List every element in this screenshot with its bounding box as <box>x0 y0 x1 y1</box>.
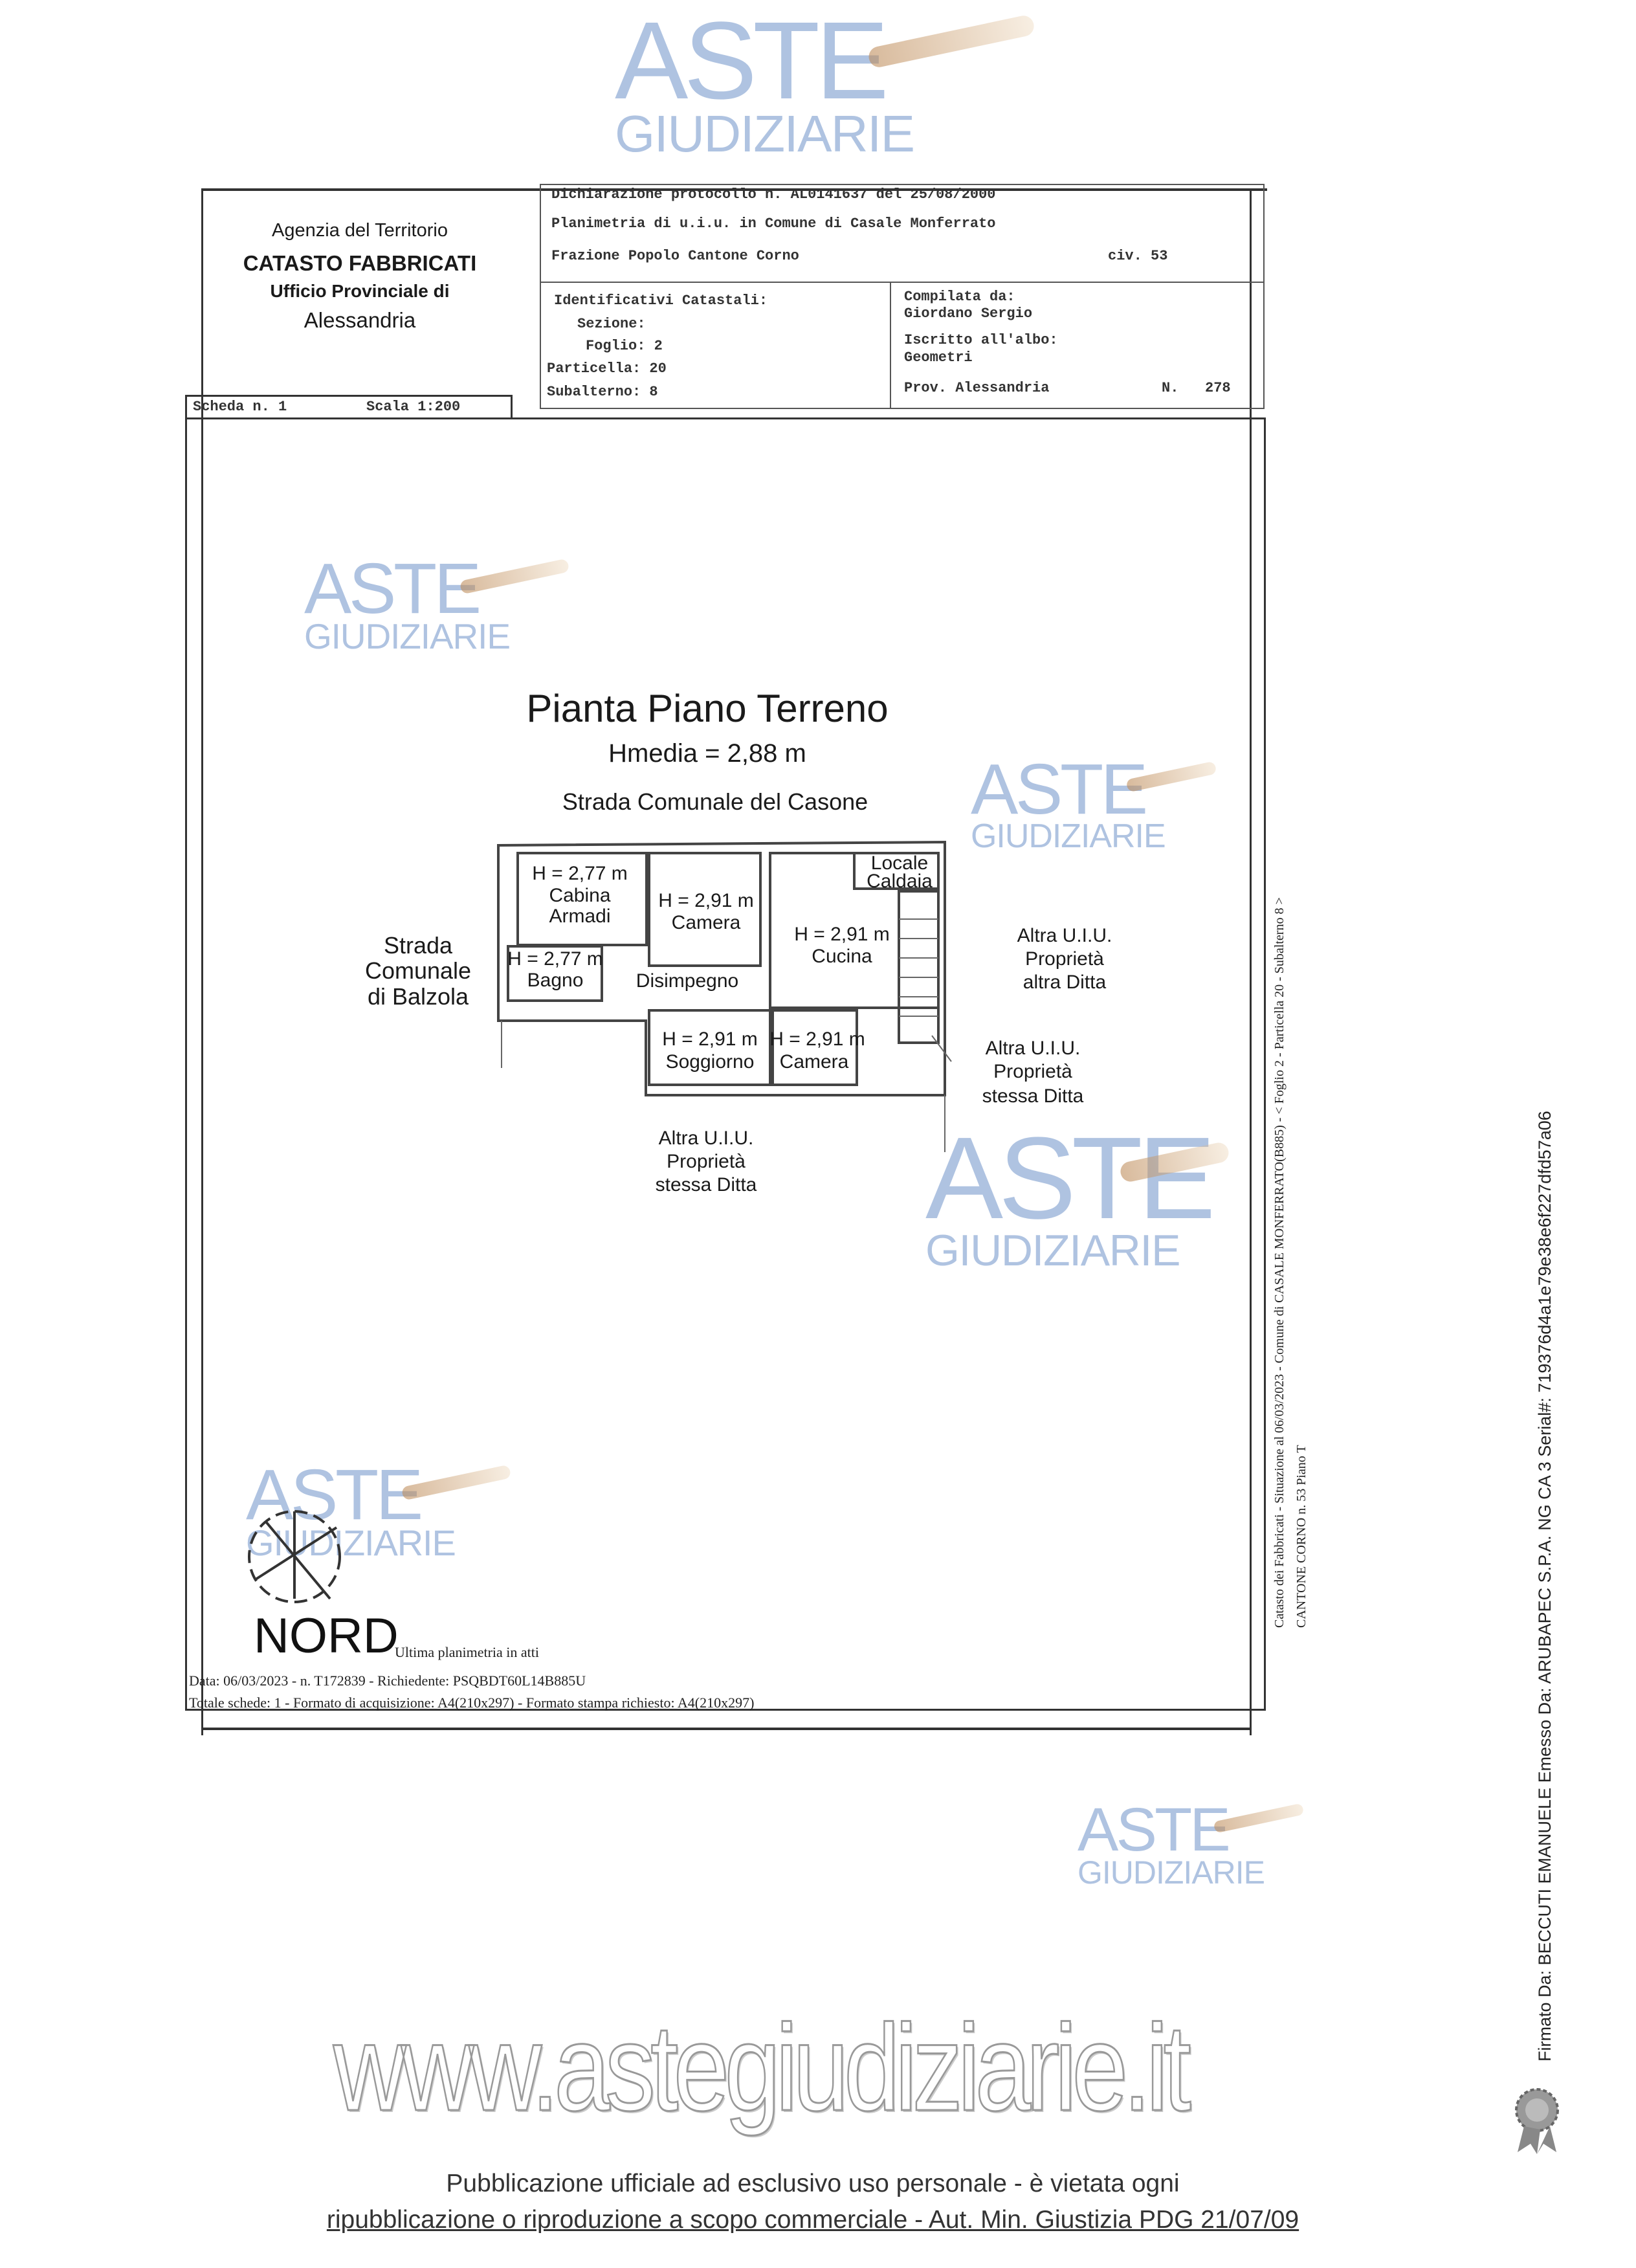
room-label: Locale <box>870 852 929 874</box>
neighbor-label: stessa Ditta <box>655 1174 757 1195</box>
office-name: Ufficio Provinciale di <box>270 281 450 301</box>
last-plan: Ultima planimetria in atti <box>395 1644 539 1660</box>
room-label: Camera <box>671 912 741 933</box>
number: 278 <box>1205 380 1231 396</box>
street-left: Comunale <box>364 957 472 984</box>
room-label: Disimpegno <box>636 970 739 992</box>
totals-line: Totale schede: 1 - Formato di acquisizio… <box>189 1695 755 1711</box>
registered-label: Iscritto all'albo: <box>904 332 1058 348</box>
frame-top <box>203 188 1267 191</box>
registered: Geometri <box>904 350 973 366</box>
scheda-box <box>185 395 513 419</box>
compiled-by: Giordano Sergio <box>904 306 1033 322</box>
scheda: Scheda n. 1 <box>193 399 287 415</box>
header-vertical-divider <box>890 282 891 409</box>
room-label: Cucina <box>812 946 872 967</box>
neighbor-label: Proprietà <box>1025 948 1104 970</box>
identifiers-label: Identificativi Catastali: <box>554 293 768 309</box>
disclaimer-line: Pubblicazione ufficiale ad esclusivo uso… <box>446 2170 1180 2197</box>
neighbor-label: Proprietà <box>993 1061 1072 1082</box>
neighbor-label: stessa Ditta <box>982 1085 1084 1107</box>
stair <box>898 890 940 1044</box>
sezione: Sezione: <box>577 316 646 332</box>
room-label: Caldaia <box>867 871 933 892</box>
room-label: H = 2,91 m <box>794 924 890 945</box>
room-label: Soggiorno <box>665 1051 755 1073</box>
drawing-frame <box>185 417 1266 1711</box>
side-text: CANTONE CORNO n. 53 Piano T <box>1294 1445 1309 1628</box>
neighbor-label: Altra U.I.U. <box>1017 925 1112 946</box>
subalterno: Subalterno: 8 <box>547 384 658 400</box>
neighbor-label: altra Ditta <box>1022 972 1107 993</box>
location: Frazione Popolo Cantone Corno <box>551 248 799 264</box>
room-label: H = 2,91 m <box>769 1028 865 1050</box>
particella: Particella: 20 <box>547 361 667 377</box>
header-right-box <box>540 184 1265 409</box>
room-label: Bagno <box>527 970 584 991</box>
room-label: Camera <box>779 1051 849 1073</box>
registry-name: CATASTO FABBRICATI <box>243 251 477 275</box>
frame-bottom <box>201 1728 1252 1730</box>
room-bagno <box>507 945 603 1002</box>
neighbor-label: Altra U.I.U. <box>658 1128 754 1149</box>
street-left: Strada <box>383 932 453 959</box>
street-top: Strada Comunale del Casone <box>562 788 868 815</box>
room-label: Armadi <box>549 906 611 927</box>
neighbor-label: Altra U.I.U. <box>985 1038 1081 1059</box>
scale: Scala 1:200 <box>366 399 461 415</box>
declaration: Dichiarazione protocollo n. AL0141637 de… <box>551 186 996 203</box>
foglio: Foglio: 2 <box>586 338 663 354</box>
side-text: Catasto dei Fabbricati - Situazione al 0… <box>1272 897 1287 1628</box>
website-watermark: www.astegiudiziarie.it <box>333 1999 1192 2137</box>
digital-signature: Firmato Da: BECCUTI EMANUELE Emesso Da: … <box>1535 1111 1554 2062</box>
civic-number: civ. 53 <box>1108 248 1168 264</box>
neighbor-label: Proprietà <box>667 1151 746 1172</box>
room-label: Cabina <box>549 885 611 906</box>
hmedia: Hmedia = 2,88 m <box>608 739 806 768</box>
compiled-by-label: Compilata da: <box>904 289 1015 305</box>
room-camera-bottom <box>771 1009 858 1086</box>
disclaimer-line: ripubblicazione o riproduzione a scopo c… <box>326 2206 1299 2234</box>
room-label: H = 2,91 m <box>662 1028 758 1050</box>
compass-icon <box>248 1510 341 1603</box>
planimetry: Planimetria di u.i.u. in Comune di Casal… <box>551 216 996 232</box>
stair-steps <box>501 918 952 1152</box>
room-soggiorno <box>648 1009 771 1086</box>
data-line: Data: 06/03/2023 - n. T172839 - Richiede… <box>189 1673 586 1689</box>
office-city: Alessandria <box>304 308 416 332</box>
number-label: N. <box>1162 380 1179 396</box>
outer-wall <box>497 840 946 1096</box>
frame-right <box>1250 188 1252 1735</box>
header-divider <box>540 282 1265 283</box>
room-locale-caldaia <box>853 852 940 890</box>
street-left: di Balzola <box>367 983 469 1010</box>
agency-name: Agenzia del Territorio <box>272 220 448 241</box>
room-label: H = 2,77 m <box>507 948 603 970</box>
province: Prov. Alessandria <box>904 380 1050 396</box>
room-camera-top <box>648 852 762 967</box>
room-label: H = 2,91 m <box>658 890 754 911</box>
plan-title: Pianta Piano Terreno <box>526 687 889 730</box>
north-label: NORD <box>254 1608 399 1663</box>
seal-icon <box>1515 2088 1559 2154</box>
room-label: H = 2,77 m <box>532 863 628 884</box>
frame-left <box>201 188 203 1735</box>
